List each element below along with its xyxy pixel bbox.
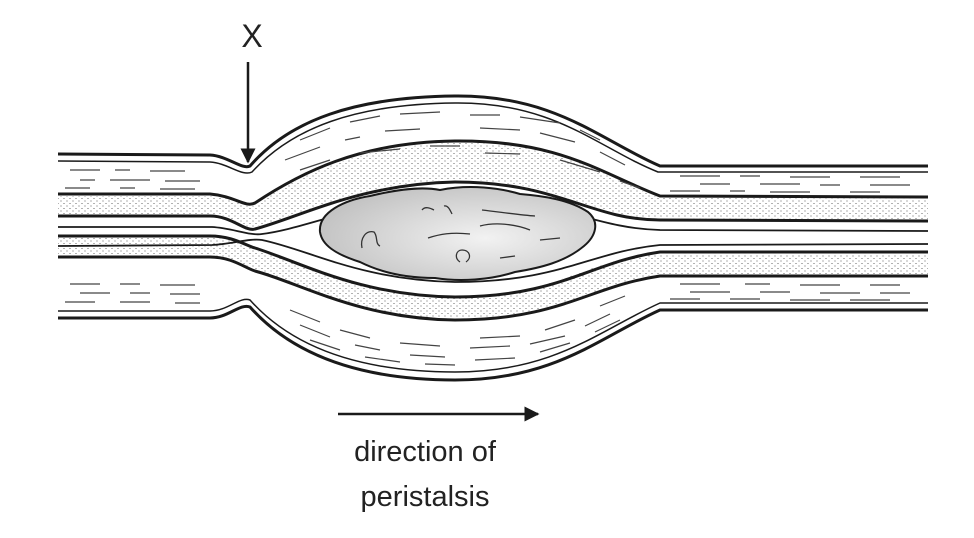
upper-middle-line <box>58 139 929 206</box>
lower-inner-line <box>58 255 928 322</box>
upper-dashes <box>65 111 910 193</box>
lower-outer-line <box>58 298 928 373</box>
bolus-texture <box>360 205 561 263</box>
lower-middle-line <box>58 234 928 299</box>
upper-stipple-layer <box>58 142 928 228</box>
food-bolus <box>318 186 597 281</box>
lower-stipple-layer <box>58 238 928 318</box>
lower-lumen-line <box>57 238 929 283</box>
direction-caption-line1: direction of <box>354 436 496 468</box>
lower-wall <box>57 234 929 382</box>
marker-x-label: X <box>241 18 263 54</box>
upper-outer-line <box>57 94 928 169</box>
lower-outer-line-2 <box>58 304 928 382</box>
upper-outer-line-2 <box>57 102 928 174</box>
direction-caption-line2: peristalsis <box>360 481 490 513</box>
lower-dashes <box>65 283 910 366</box>
upper-inner-line <box>58 180 929 231</box>
